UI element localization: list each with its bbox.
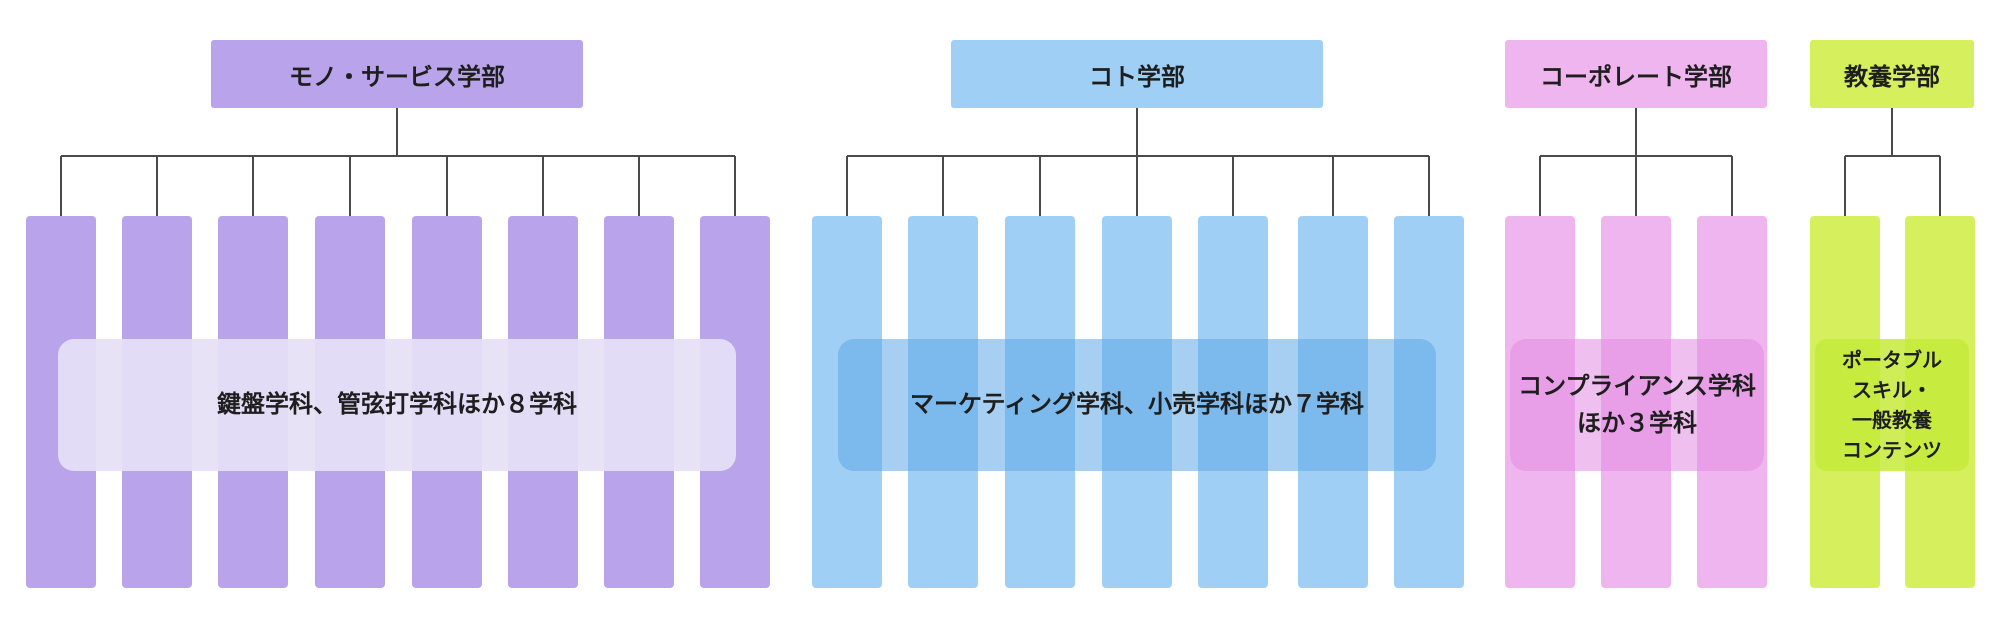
faculty-summary-koto: マーケティング学科、小売学科ほか７学科 [838, 339, 1436, 471]
summary-text: マーケティング学科、小売学科ほか７学科 [909, 390, 1365, 419]
faculty-header-corporate[interactable]: コーポレート学部 [1505, 40, 1767, 108]
faculty-header-koto[interactable]: コト学部 [951, 40, 1323, 108]
faculty-summary-mono-service: 鍵盤学科、管弦打学科ほか８学科 [58, 339, 736, 471]
faculty-summary-liberal-arts: ポータブル スキル・ 一般教養 コンテンツ [1815, 339, 1969, 471]
faculty-header-mono-service[interactable]: モノ・サービス学部 [211, 40, 583, 108]
summary-text: 鍵盤学科、管弦打学科ほか８学科 [217, 390, 577, 419]
summary-text: ポータブル スキル・ 一般教養 コンテンツ [1842, 348, 1942, 462]
faculty-summary-corporate: コンプライアンス学科 ほか３学科 [1510, 339, 1764, 471]
summary-text: コンプライアンス学科 ほか３学科 [1518, 371, 1756, 437]
faculty-header-liberal-arts[interactable]: 教養学部 [1810, 40, 1974, 108]
